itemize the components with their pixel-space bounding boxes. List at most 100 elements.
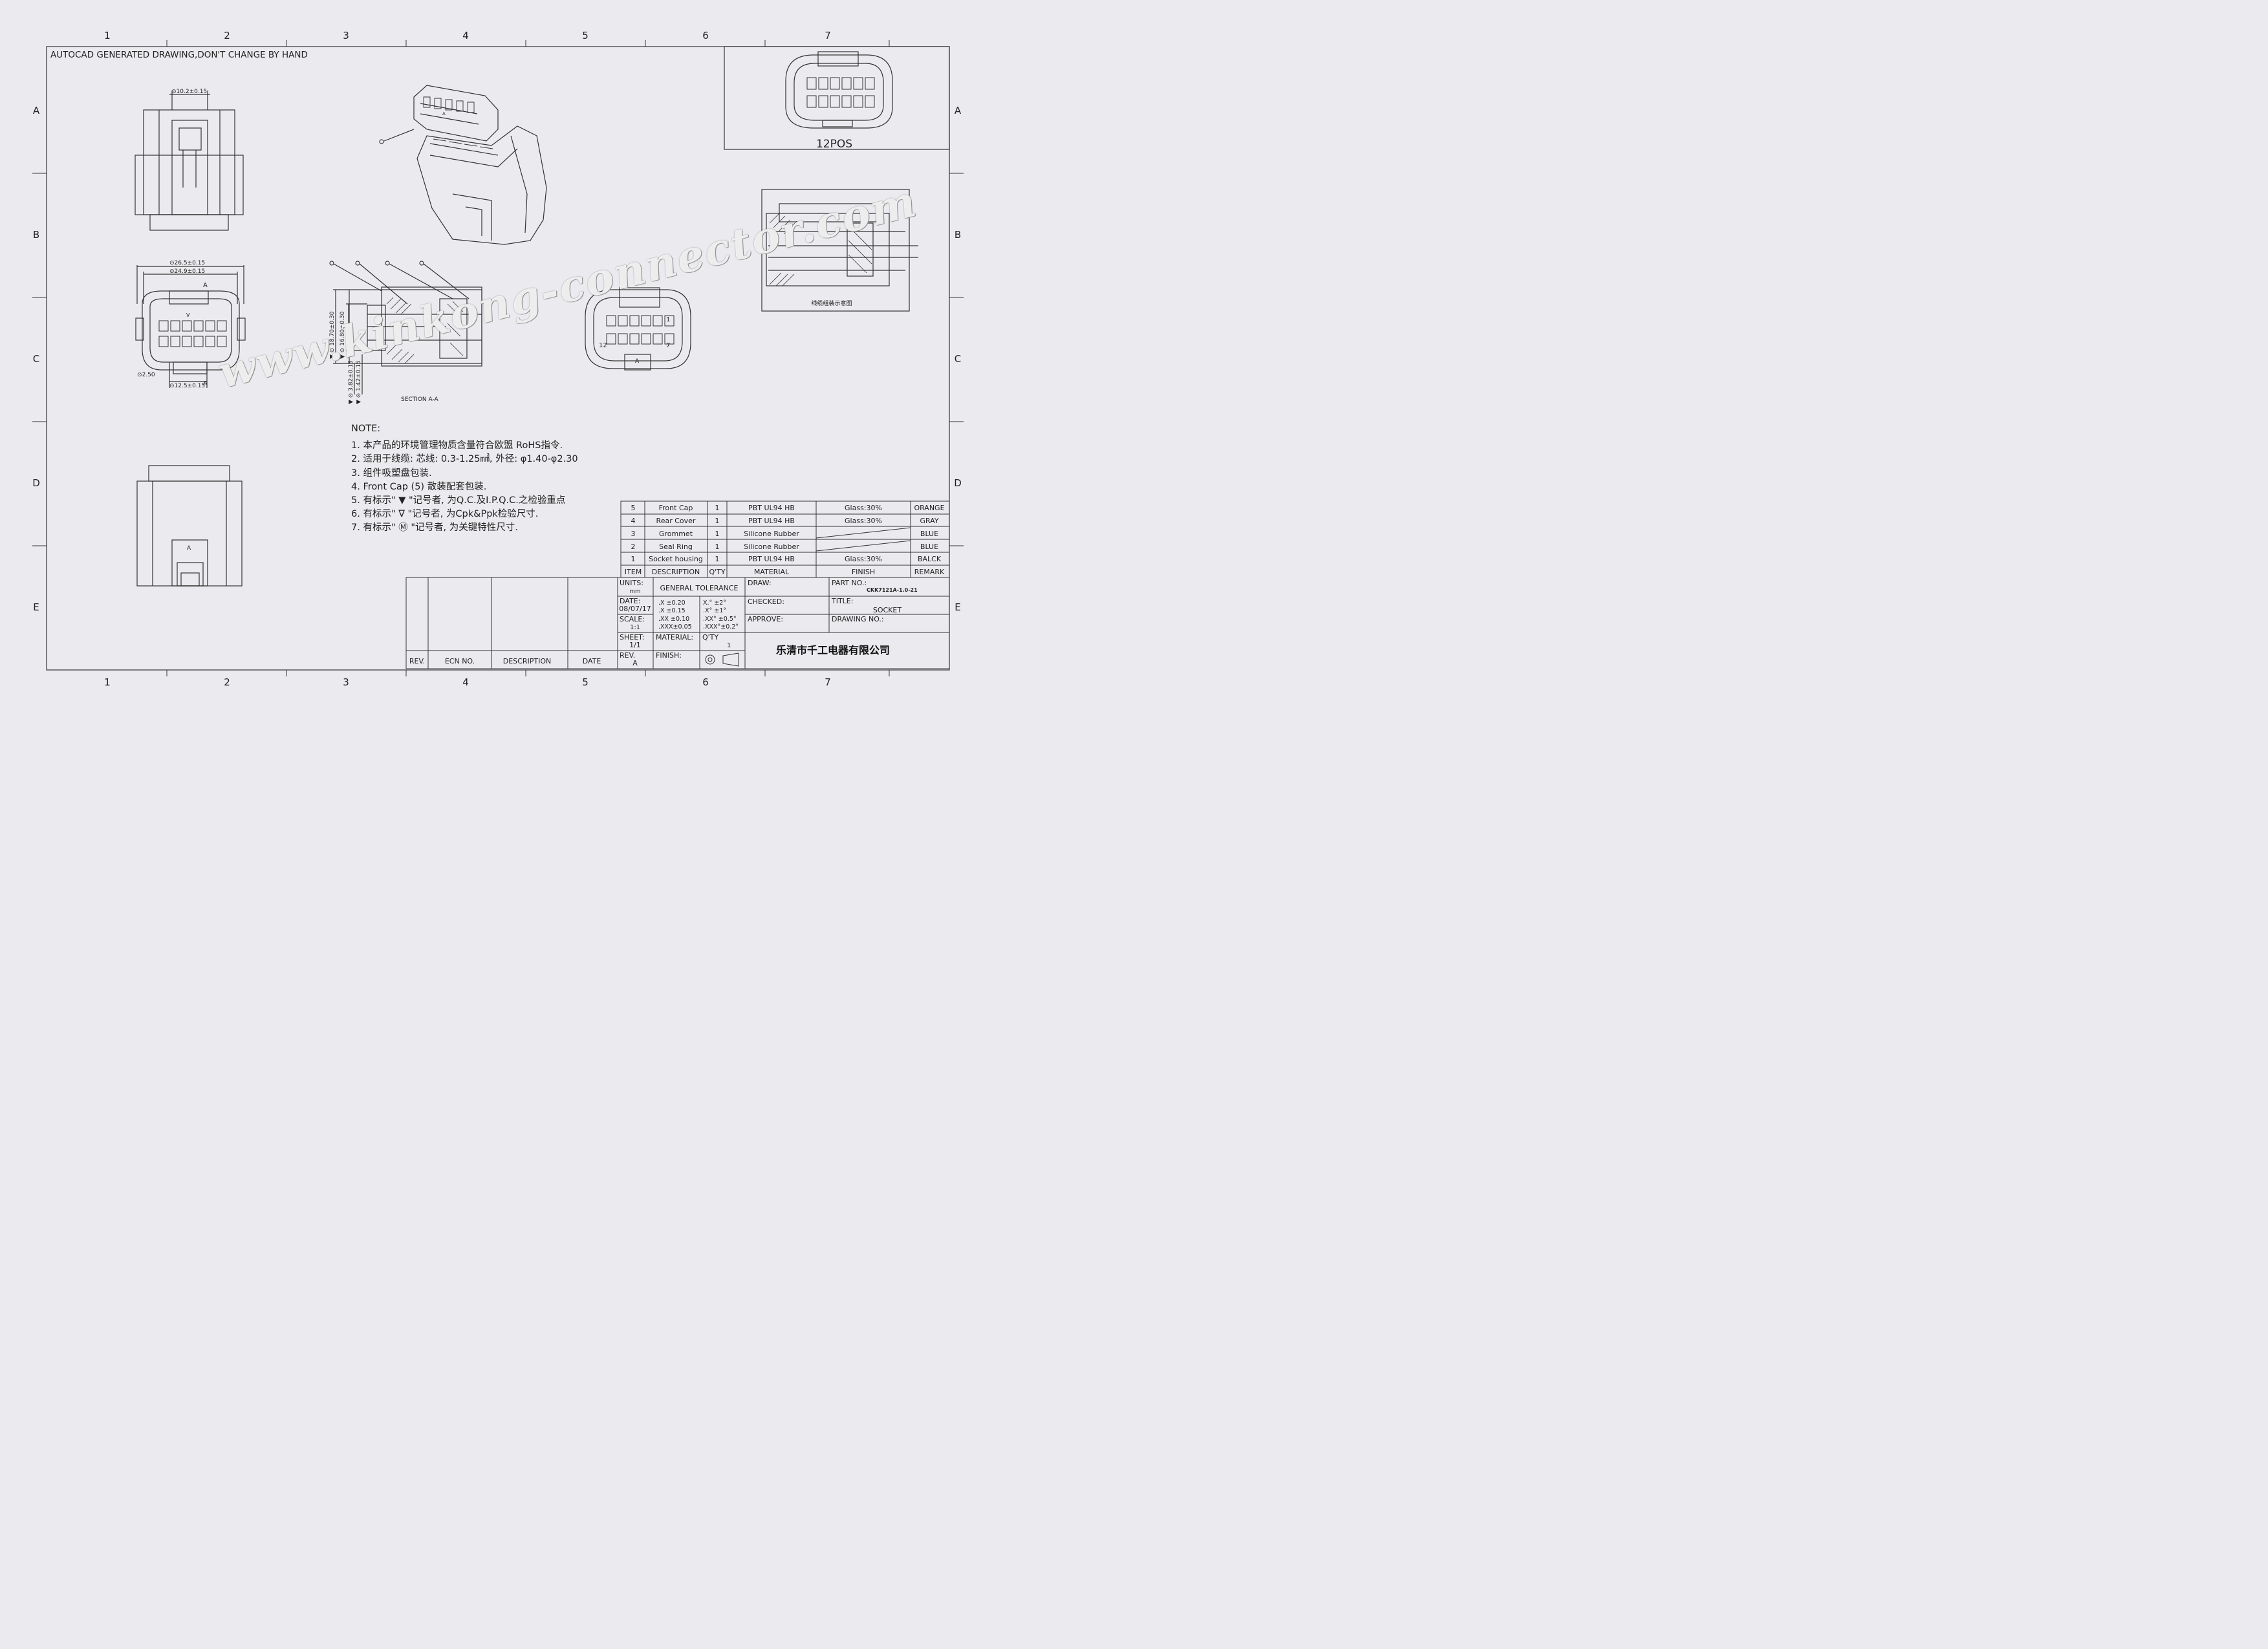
bom-header: MATERIAL bbox=[754, 568, 790, 576]
bottom-view bbox=[136, 465, 243, 587]
part-no-value: CKK7121A-1.0-21 bbox=[867, 587, 918, 593]
tol-angular: X.° ±2° bbox=[703, 599, 726, 607]
bom-remark: BLUE bbox=[920, 543, 938, 551]
qty-label: Q'TY bbox=[702, 633, 718, 641]
zone-ticks bbox=[32, 40, 964, 676]
bom-row-5: 5 Front Cap 1 PBT UL94 HB Glass:30% ORAN… bbox=[631, 504, 945, 512]
bom-item: 2 bbox=[631, 543, 636, 551]
bom-finish: Glass:30% bbox=[845, 517, 882, 525]
bom-header: ITEM bbox=[625, 568, 642, 576]
date-header: DATE bbox=[583, 657, 601, 665]
notes-title: NOTE: bbox=[351, 424, 381, 434]
dim-bottom-width: ⊙12.5±0.15 bbox=[169, 383, 205, 389]
bom-description: Socket housing bbox=[649, 555, 703, 563]
dim-section-h3: ▼ ⊙ 3.82±0.15 bbox=[348, 360, 354, 404]
row-label-right: C bbox=[955, 353, 961, 365]
tol-angular: .X° ±1° bbox=[703, 607, 726, 614]
bom-remark: BALCK bbox=[918, 555, 942, 563]
tol-linear: .X ±0.15 bbox=[658, 607, 686, 614]
sheet-value: 1/1 bbox=[629, 641, 641, 649]
approve-label: APPROVE: bbox=[748, 615, 783, 623]
general-tolerance: GENERAL TOLERANCE bbox=[660, 584, 738, 592]
bom-description: Grommet bbox=[659, 530, 693, 538]
material-label: MATERIAL: bbox=[656, 633, 693, 641]
dim-section-h2: ▼ ⊙ 16.80±0.30 bbox=[340, 311, 346, 359]
isometric-view bbox=[379, 85, 547, 245]
assembly-schematic bbox=[761, 189, 918, 312]
inset-12pos bbox=[724, 46, 950, 150]
col-label-top: 6 bbox=[702, 30, 709, 41]
col-label-bottom: 7 bbox=[825, 676, 831, 688]
qty-value: 1 bbox=[727, 642, 731, 649]
description-header: DESCRIPTION bbox=[503, 657, 551, 665]
dim-outer-width: ⊙26.5±0.15 bbox=[169, 260, 205, 266]
section-view bbox=[329, 261, 482, 394]
section-label: SECTION A-A bbox=[401, 396, 439, 403]
note-item: 4. Front Cap (5) 散装配套包装. bbox=[351, 482, 487, 492]
bom-material: Silicone Rubber bbox=[744, 543, 799, 551]
assembly-caption: 线缆组装示意图 bbox=[811, 299, 852, 307]
row-label-right: B bbox=[955, 229, 961, 241]
section-mark-bottom: A bbox=[203, 380, 208, 387]
bom-description: Rear Cover bbox=[656, 517, 696, 525]
row-label-left: C bbox=[33, 353, 39, 365]
bom-item: 4 bbox=[631, 517, 636, 525]
units-label: UNITS: bbox=[620, 579, 643, 587]
bom-table: 5 Front Cap 1 PBT UL94 HB Glass:30% ORAN… bbox=[625, 504, 945, 576]
bom-material: PBT UL94 HB bbox=[748, 517, 795, 525]
bom-header: Q'TY bbox=[709, 568, 725, 576]
iso-key-label: A bbox=[442, 111, 446, 116]
title-block: REV. ECN NO. DESCRIPTION DATE UNITS: mm … bbox=[409, 579, 918, 667]
tol-angular: .XXX°±0.2° bbox=[703, 623, 739, 630]
bom-qty: 1 bbox=[715, 543, 720, 551]
draw-label: DRAW: bbox=[748, 579, 772, 587]
row-label-right: A bbox=[955, 105, 962, 116]
col-label-bottom: 1 bbox=[104, 676, 111, 688]
bom-row-4: 4 Rear Cover 1 PBT UL94 HB Glass:30% GRA… bbox=[631, 517, 939, 525]
bom-description: Seal Ring bbox=[659, 543, 693, 551]
note-item: 1. 本产品的环境管理物质含量符合欧盟 RoHS指令. bbox=[351, 440, 563, 451]
pin-label-1: 1 bbox=[666, 316, 670, 323]
bom-table-grid bbox=[620, 501, 950, 578]
note-item: 2. 适用于线缆: 芯线: 0.3-1.25㎟, 外径: φ1.40-φ2.30 bbox=[351, 454, 578, 464]
col-label-bottom: 6 bbox=[702, 676, 709, 688]
front-face-view bbox=[135, 265, 246, 388]
bom-row-2: 2 Seal Ring 1 Silicone Rubber BLUE bbox=[631, 543, 939, 551]
grid-labels: 1 2 3 4 5 6 7 1 2 3 4 5 6 7 A B C D E A … bbox=[32, 30, 962, 688]
title-block-grid bbox=[405, 577, 950, 669]
drawing-sheet: 1 2 3 4 5 6 7 1 2 3 4 5 6 7 A B C D E A … bbox=[0, 0, 1014, 737]
note-item: 6. 有标示" ∇ "记号者, 为Cpk&Ppk检验尺寸. bbox=[351, 509, 539, 519]
col-label-top: 1 bbox=[104, 30, 111, 41]
bom-item: 1 bbox=[631, 555, 636, 563]
bom-qty: 1 bbox=[715, 530, 720, 538]
bom-header: DESCRIPTION bbox=[652, 568, 700, 576]
col-label-top: 3 bbox=[343, 30, 349, 41]
drawing-canvas: 1 2 3 4 5 6 7 1 2 3 4 5 6 7 A B C D E A … bbox=[32, 30, 964, 688]
bom-description: Front Cap bbox=[659, 504, 693, 512]
drawing-no-label: DRAWING NO.: bbox=[832, 615, 884, 623]
scale-label: SCALE: bbox=[620, 615, 645, 623]
col-label-top: 2 bbox=[224, 30, 230, 41]
finish-label: FINISH: bbox=[656, 651, 682, 660]
dim-section-h1: ▼ ⊙ 18.70±0.30 bbox=[329, 311, 336, 359]
rev-value: A bbox=[632, 659, 638, 667]
bom-remark: ORANGE bbox=[914, 504, 944, 512]
bom-header: REMARK bbox=[914, 568, 945, 576]
col-label-bottom: 3 bbox=[343, 676, 349, 688]
bom-qty: 1 bbox=[715, 504, 720, 512]
rev-header: REV. bbox=[409, 657, 425, 665]
bom-qty: 1 bbox=[715, 517, 720, 525]
bom-row-3: 3 Grommet 1 Silicone Rubber BLUE bbox=[631, 530, 939, 538]
col-label-top: 5 bbox=[582, 30, 589, 41]
rev-label: REV. bbox=[620, 651, 635, 660]
bom-header-row: ITEM DESCRIPTION Q'TY MATERIAL FINISH RE… bbox=[625, 568, 945, 576]
ecn-header: ECN NO. bbox=[445, 657, 475, 665]
drawing-border bbox=[46, 46, 950, 671]
col-label-bottom: 5 bbox=[582, 676, 589, 688]
bom-material: PBT UL94 HB bbox=[748, 555, 795, 563]
front-face-cavities bbox=[158, 320, 227, 347]
bom-row-1: 1 Socket housing 1 PBT UL94 HB Glass:30%… bbox=[631, 555, 942, 563]
title-value: SOCKET bbox=[873, 606, 902, 614]
col-label-top: 7 bbox=[825, 30, 831, 41]
col-label-top: 4 bbox=[462, 30, 469, 41]
